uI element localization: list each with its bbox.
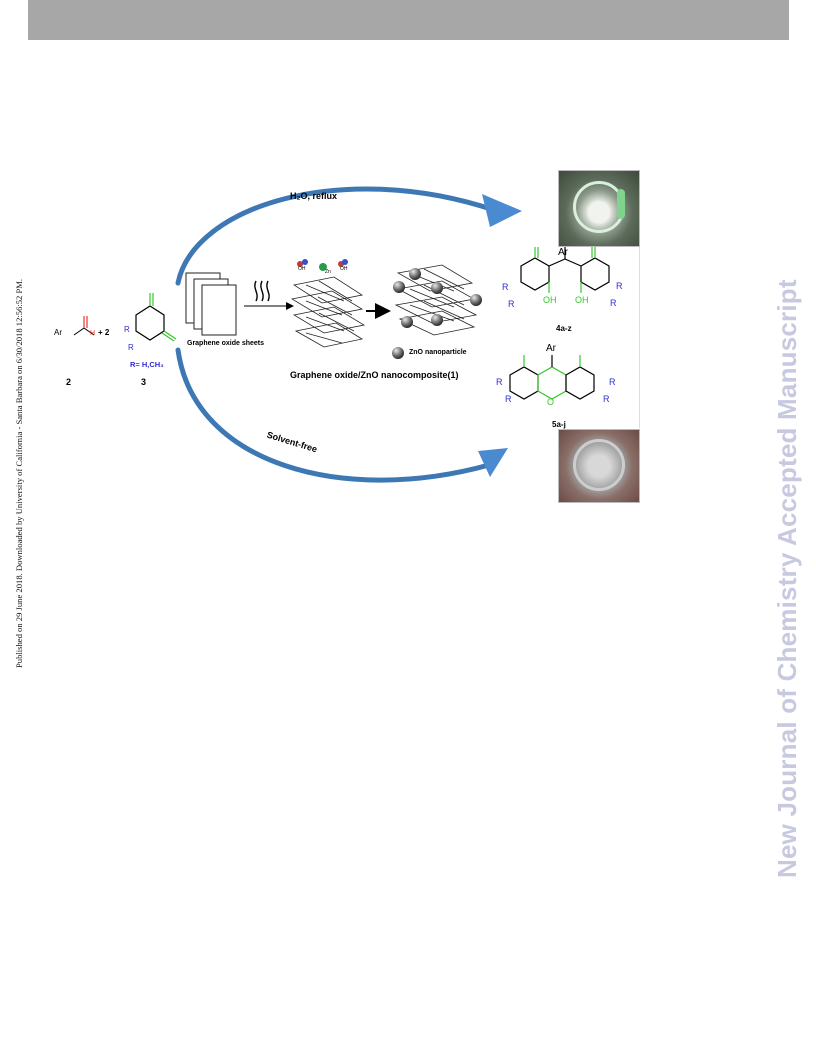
dione-r-top: R xyxy=(124,325,130,334)
zno-legend-label: ZnO nanoparticle xyxy=(409,349,467,356)
header-bar xyxy=(28,0,789,40)
product-4-r3: R xyxy=(616,281,623,291)
dione-r-bottom: R xyxy=(128,343,134,352)
go-oh-left: OH xyxy=(298,266,306,272)
product-5-r3: R xyxy=(609,377,616,387)
product-4-oh-left: OH xyxy=(543,295,557,305)
reflux-product-photo xyxy=(558,170,640,247)
bottom-curved-arrow xyxy=(175,347,492,483)
nanocomposite-label: Graphene oxide/ZnO nanocomposite(1) xyxy=(290,370,459,380)
reaction-scheme: H₂O, reflux Solvent-free Ar H + 2 2 R R … xyxy=(44,165,644,510)
aldehyde-h: H xyxy=(90,330,96,337)
go-oh-right: OH xyxy=(340,266,348,272)
top-arrow-head xyxy=(482,194,522,227)
product-5-r2: R xyxy=(505,394,512,404)
publication-watermark: Published on 29 June 2018. Downloaded by… xyxy=(14,278,24,668)
divider xyxy=(639,243,640,428)
zno-nanoparticles xyxy=(392,268,482,359)
product-5-o: O xyxy=(547,397,555,407)
solvent-free-product-photo xyxy=(558,429,640,503)
product-4-structure xyxy=(520,247,610,293)
product-4-r4: R xyxy=(610,298,617,308)
product-4-r2: R xyxy=(508,299,515,309)
ultrasound-icon xyxy=(254,280,270,302)
aldehyde-structure xyxy=(73,316,95,336)
top-condition-label: H₂O, reflux xyxy=(290,191,338,201)
graphene-oxide-layers xyxy=(290,276,366,348)
product-5-ar: Ar xyxy=(546,343,556,354)
go-molecules xyxy=(297,259,348,271)
bottom-arrow-head xyxy=(478,448,508,477)
graphene-sheets-label: Graphene oxide sheets xyxy=(187,340,265,347)
dione-structure xyxy=(135,293,177,342)
compound-3-label: 3 xyxy=(141,377,147,387)
zno-legend-icon xyxy=(392,347,404,359)
product-5-structure xyxy=(509,355,595,400)
product-4-r1: R xyxy=(502,282,509,292)
product-5-r4: R xyxy=(603,394,610,404)
compound-2-label: 2 xyxy=(66,377,72,387)
product-4-label: 4a-z xyxy=(556,324,572,333)
scheme-graphics xyxy=(73,186,610,483)
plus-two: + 2 xyxy=(98,328,110,337)
top-curved-arrow xyxy=(175,186,497,286)
journal-watermark: New Journal of Chemistry Accepted Manusc… xyxy=(772,279,802,878)
go-zn-label: Zn xyxy=(325,269,331,275)
graphene-sheets-icon xyxy=(185,272,237,336)
product-5-r1: R xyxy=(496,377,503,387)
product-4-ar: Ar xyxy=(558,247,568,258)
product-5-label: 5a-j xyxy=(552,420,566,429)
dione-r-definition: R= H,CH₃ xyxy=(130,360,164,369)
aldehyde-ar: Ar xyxy=(54,328,62,337)
product-4-oh-right: OH xyxy=(575,295,589,305)
